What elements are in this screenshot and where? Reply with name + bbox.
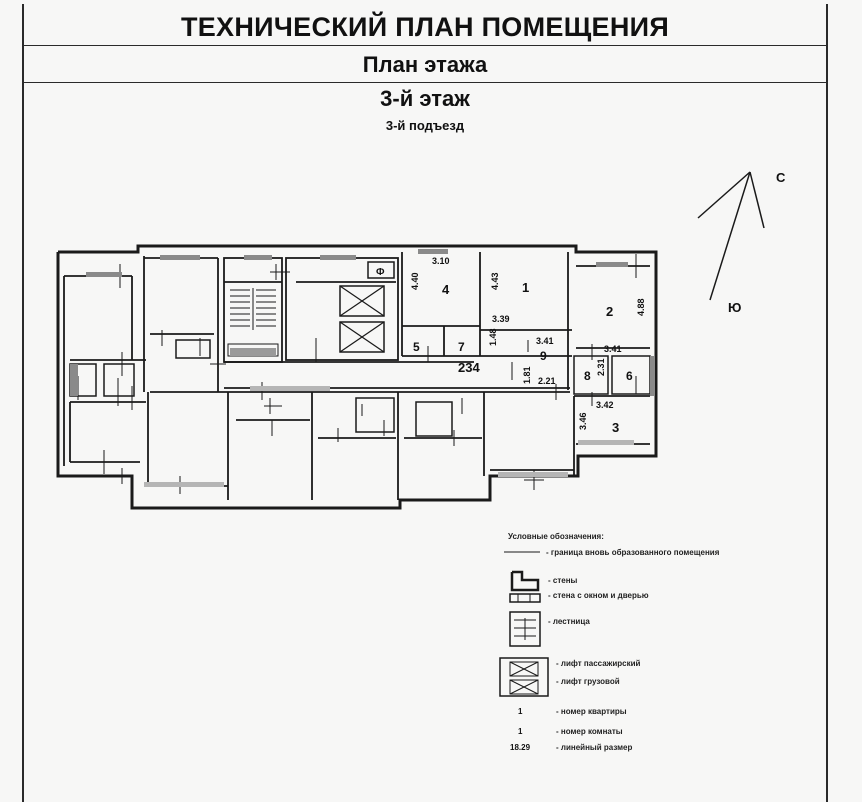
room-number: 7 bbox=[458, 340, 465, 354]
room-number: 3 bbox=[612, 420, 619, 435]
corridor-number: 234 bbox=[458, 360, 480, 375]
room-number: 4 bbox=[442, 282, 450, 297]
title-frame bbox=[22, 4, 828, 802]
dimension-label: 3.39 bbox=[492, 314, 510, 324]
room-number: 8 bbox=[584, 369, 591, 383]
legend-item-window-door: - стена с окном и дверью bbox=[548, 591, 649, 600]
legend-item-passenger-lift: - лифт пассажирский bbox=[556, 659, 641, 668]
legend-sample-apartment: 1 bbox=[518, 707, 523, 716]
dimension-label: 3.10 bbox=[432, 256, 450, 266]
dimension-label: 3.41 bbox=[536, 336, 554, 346]
legend-item-apartment-number: - номер квартиры bbox=[556, 707, 627, 716]
dimension-label: 4.88 bbox=[636, 298, 646, 316]
legend-item-stairs: - лестница bbox=[548, 617, 590, 626]
legend-item-freight-lift: - лифт грузовой bbox=[556, 677, 620, 686]
building-outline bbox=[56, 244, 658, 510]
legend-item-linear-dimension: - линейный размер bbox=[556, 743, 633, 752]
room-number: 6 bbox=[626, 369, 633, 383]
legend-title: Условные обозначения: bbox=[508, 532, 604, 541]
dimension-label: 2.31 bbox=[596, 358, 606, 376]
room-labels: 4 1 2 3 5 7 9 8 6 234 Ф bbox=[376, 267, 633, 435]
room-number: 5 bbox=[413, 340, 420, 354]
frame-divider-2 bbox=[22, 82, 828, 83]
legend-sample-room: 1 bbox=[518, 727, 523, 736]
legend-symbols bbox=[499, 551, 549, 697]
stair-icon bbox=[227, 288, 279, 357]
room-number: 9 bbox=[540, 349, 547, 363]
dimension-label: 3.46 bbox=[578, 412, 588, 430]
legend-item-room-number: - номер комнаты bbox=[556, 727, 623, 736]
floor-label: 3-й этаж bbox=[380, 86, 470, 111]
dimension-label: 3.42 bbox=[596, 400, 614, 410]
compass-south-label: Ю bbox=[728, 300, 741, 315]
dimension-label: 1.48 bbox=[488, 328, 498, 346]
dimension-labels: 3.10 4.40 4.43 3.39 1.48 3.41 4.88 3.41 … bbox=[410, 256, 646, 430]
room-number: 1 bbox=[522, 280, 529, 295]
compass-north-label: С bbox=[776, 170, 786, 185]
legend-item-boundary: - граница вновь образованного помещения bbox=[546, 548, 720, 557]
dimension-label: 4.43 bbox=[490, 272, 500, 290]
compass-arrow-icon bbox=[697, 171, 765, 301]
document-subtitle: План этажа bbox=[362, 52, 488, 77]
dimension-label: 1.81 bbox=[522, 366, 532, 384]
interior-walls bbox=[63, 252, 651, 500]
legend-item-walls: - стены bbox=[548, 576, 578, 585]
dimension-label: 4.40 bbox=[410, 272, 420, 290]
legend-sample-dimension: 18.29 bbox=[510, 743, 531, 752]
lift-room-label: Ф bbox=[376, 267, 385, 278]
document-title: ТЕХНИЧЕСКИЙ ПЛАН ПОМЕЩЕНИЯ bbox=[180, 12, 670, 42]
entrance-label: 3-й подъезд bbox=[385, 118, 465, 133]
dimension-label: 3.41 bbox=[604, 344, 622, 354]
door-markers bbox=[77, 254, 648, 494]
room-number: 2 bbox=[606, 304, 613, 319]
dimension-label: 2.21 bbox=[538, 376, 556, 386]
window-markers bbox=[70, 249, 655, 487]
frame-divider-1 bbox=[22, 45, 828, 46]
